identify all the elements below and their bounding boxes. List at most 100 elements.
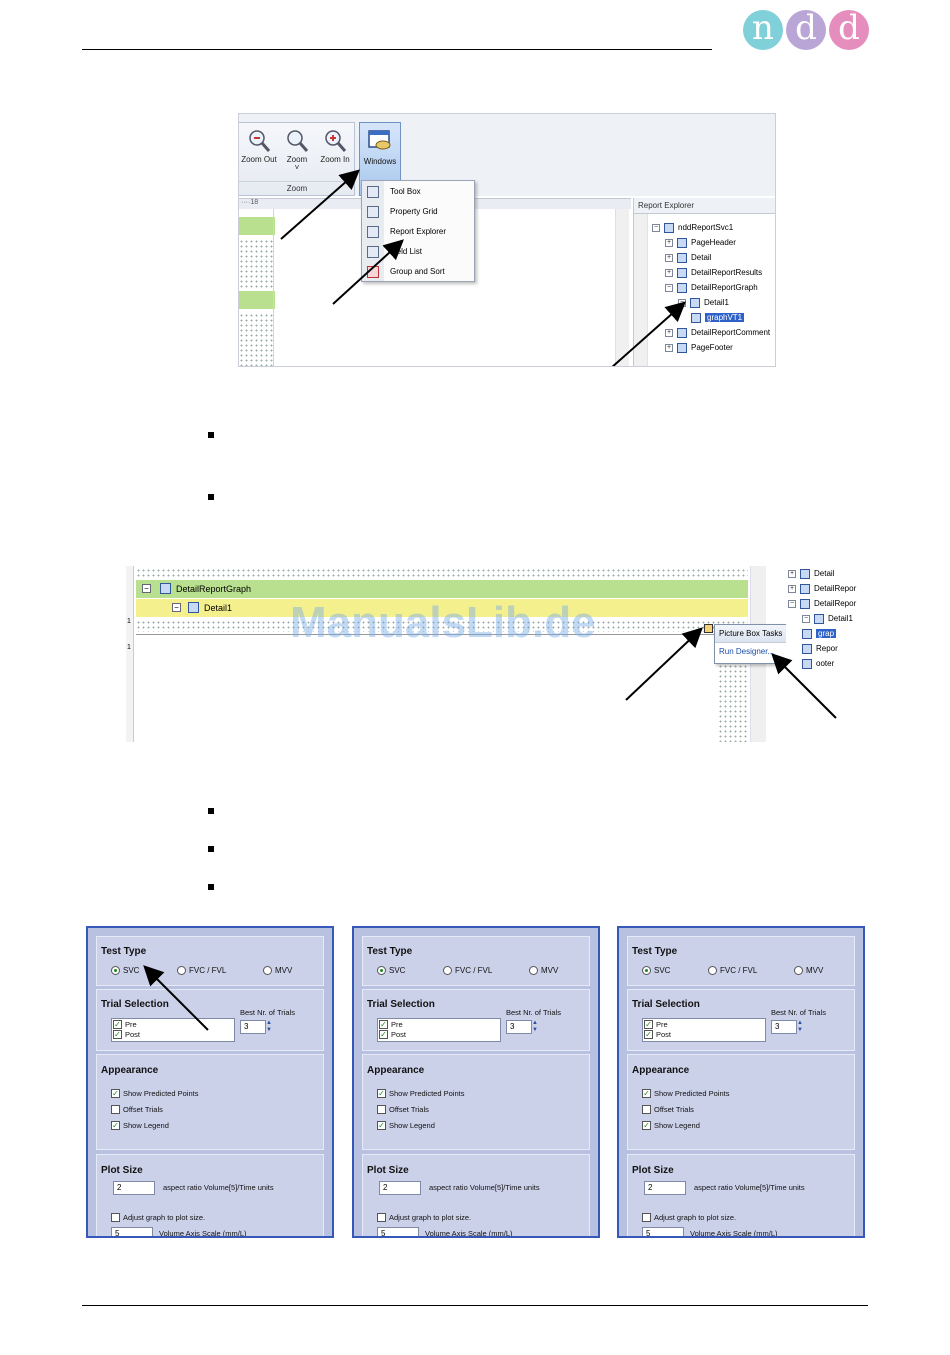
tree-node[interactable]: −DetailReportGraph	[665, 280, 758, 295]
menu-item-field-list[interactable]: Field List	[362, 242, 474, 262]
tree-toggle[interactable]: +	[665, 253, 673, 262]
spin-up-icon[interactable]: ▲	[532, 1020, 538, 1026]
report-band[interactable]	[239, 291, 275, 309]
test-type-radio[interactable]	[263, 966, 272, 975]
run-designer-link[interactable]: Run Designer...	[719, 647, 775, 656]
tree-node[interactable]: −Detail1	[678, 295, 729, 310]
tree-node[interactable]: + DetailReportResults	[665, 265, 762, 280]
spin-up-icon[interactable]: ▲	[797, 1020, 803, 1026]
trial-checkbox[interactable]: ✓	[113, 1020, 122, 1029]
test-type-radio[interactable]	[443, 966, 452, 975]
test-type-radio[interactable]	[529, 966, 538, 975]
best-trials-input[interactable]: 3	[506, 1020, 532, 1034]
tree-toggle[interactable]: −	[788, 599, 796, 608]
tree-node[interactable]: −nddReportSvc1	[652, 220, 733, 235]
tree-toggle[interactable]: +	[788, 584, 796, 593]
tree-node[interactable]: graphVT1	[691, 310, 745, 325]
tree-node-label: Detail1	[828, 614, 853, 623]
tree-node[interactable]: −DetailRepor	[788, 596, 856, 611]
trial-list[interactable]	[642, 1018, 766, 1042]
tree-node[interactable]: grap	[802, 626, 837, 641]
spin-down-icon[interactable]: ▼	[532, 1027, 538, 1033]
report-band[interactable]	[239, 217, 275, 235]
tree-toggle[interactable]: −	[678, 298, 686, 307]
tree-toggle[interactable]: +	[665, 238, 673, 247]
appearance-checkbox[interactable]: ✓	[111, 1089, 120, 1098]
tree-node[interactable]: +DetailRepor	[788, 581, 856, 596]
menu-item-report-explorer[interactable]: Report Explorer	[362, 222, 474, 242]
appearance-checkbox[interactable]: ✓	[377, 1089, 386, 1098]
appearance-checkbox[interactable]: ✓	[377, 1121, 386, 1130]
trial-label: Pre	[391, 1020, 403, 1029]
aspect-ratio-input[interactable]: 2	[113, 1181, 155, 1195]
spin-down-icon[interactable]: ▼	[266, 1027, 272, 1033]
tree-node-label: PageHeader	[691, 238, 736, 247]
tree-node[interactable]: ooter	[802, 656, 834, 671]
tree-toggle[interactable]: −	[652, 223, 660, 232]
tree-toggle[interactable]: +	[665, 328, 673, 337]
appearance-checkbox[interactable]: ✓	[642, 1089, 651, 1098]
band-toggle[interactable]: −	[142, 584, 151, 593]
trial-checkbox[interactable]: ✓	[644, 1030, 653, 1039]
appearance-checkbox[interactable]: ✓	[642, 1121, 651, 1130]
menu-item-tool-box[interactable]: Tool Box	[362, 182, 474, 202]
tree-toggle[interactable]: −	[665, 283, 673, 292]
adjust-graph-checkbox[interactable]	[377, 1213, 386, 1222]
zoom-out-button[interactable]: Zoom Out	[239, 125, 279, 164]
menu-item-group-and-sort[interactable]: Group and Sort	[362, 262, 474, 282]
test-type-radio[interactable]	[177, 966, 186, 975]
adjust-graph-checkbox[interactable]	[111, 1213, 120, 1222]
zoom-button[interactable]: Zoom ˅	[277, 125, 317, 172]
menu-item-label: Field List	[390, 247, 423, 256]
zoom-in-button[interactable]: Zoom In	[315, 125, 355, 164]
explorer-scrollbar[interactable]	[634, 214, 648, 366]
band-detail1[interactable]: − Detail1	[136, 599, 748, 617]
tree-node[interactable]: +Detail	[665, 250, 711, 265]
trial-checkbox[interactable]: ✓	[379, 1020, 388, 1029]
trial-checkbox[interactable]: ✓	[379, 1030, 388, 1039]
trial-list[interactable]	[377, 1018, 501, 1042]
best-trials-input[interactable]: 3	[771, 1020, 797, 1034]
tree-toggle[interactable]: −	[802, 614, 810, 623]
picture-box[interactable]	[136, 634, 716, 742]
tree-node[interactable]: − Detail1	[802, 611, 853, 626]
spin-down-icon[interactable]: ▼	[797, 1027, 803, 1033]
trial-checkbox[interactable]: ✓	[113, 1030, 122, 1039]
menu-item-property-grid[interactable]: Property Grid	[362, 202, 474, 222]
best-trials-input[interactable]: 3	[240, 1020, 266, 1034]
test-type-radio[interactable]	[377, 966, 386, 975]
tree-node[interactable]: Repor	[802, 641, 838, 656]
appearance-checkbox[interactable]	[111, 1105, 120, 1114]
tree-node[interactable]: +Detail	[788, 566, 834, 581]
trial-checkbox[interactable]: ✓	[644, 1020, 653, 1029]
tree-toggle[interactable]: +	[665, 268, 673, 277]
test-type-radio[interactable]	[794, 966, 803, 975]
tree-toggle[interactable]: +	[665, 343, 673, 352]
smart-tag-glyph[interactable]	[704, 624, 713, 633]
test-type-radio[interactable]	[111, 966, 120, 975]
spin-up-icon[interactable]: ▲	[266, 1020, 272, 1026]
tree-node[interactable]: +PageFooter	[665, 340, 733, 355]
aspect-ratio-input[interactable]: 2	[379, 1181, 421, 1195]
test-type-radio[interactable]	[642, 966, 651, 975]
tree-node[interactable]: +DetailReportComment	[665, 325, 770, 340]
volume-scale-input[interactable]: 5	[377, 1227, 419, 1236]
band-toggle[interactable]: −	[172, 603, 181, 612]
test-type-radio[interactable]	[708, 966, 717, 975]
band-detail-report-graph[interactable]: − DetailReportGraph	[136, 580, 748, 598]
canvas-scrollbar[interactable]	[615, 209, 629, 366]
volume-scale-label: Volume Axis Scale (mm/L)	[690, 1229, 778, 1238]
tree-node-label: DetailReportResults	[691, 268, 763, 277]
tree-node[interactable]: + PageHeader	[665, 235, 736, 250]
tree-toggle[interactable]: +	[788, 569, 796, 578]
appearance-checkbox[interactable]: ✓	[111, 1121, 120, 1130]
appearance-checkbox[interactable]	[377, 1105, 386, 1114]
aspect-ratio-input[interactable]: 2	[644, 1181, 686, 1195]
volume-scale-input[interactable]: 5	[642, 1227, 684, 1236]
trial-label: Post	[656, 1030, 672, 1039]
adjust-graph-checkbox[interactable]	[642, 1213, 651, 1222]
volume-scale-input[interactable]: 5	[111, 1227, 153, 1236]
appearance-checkbox[interactable]	[642, 1105, 651, 1114]
